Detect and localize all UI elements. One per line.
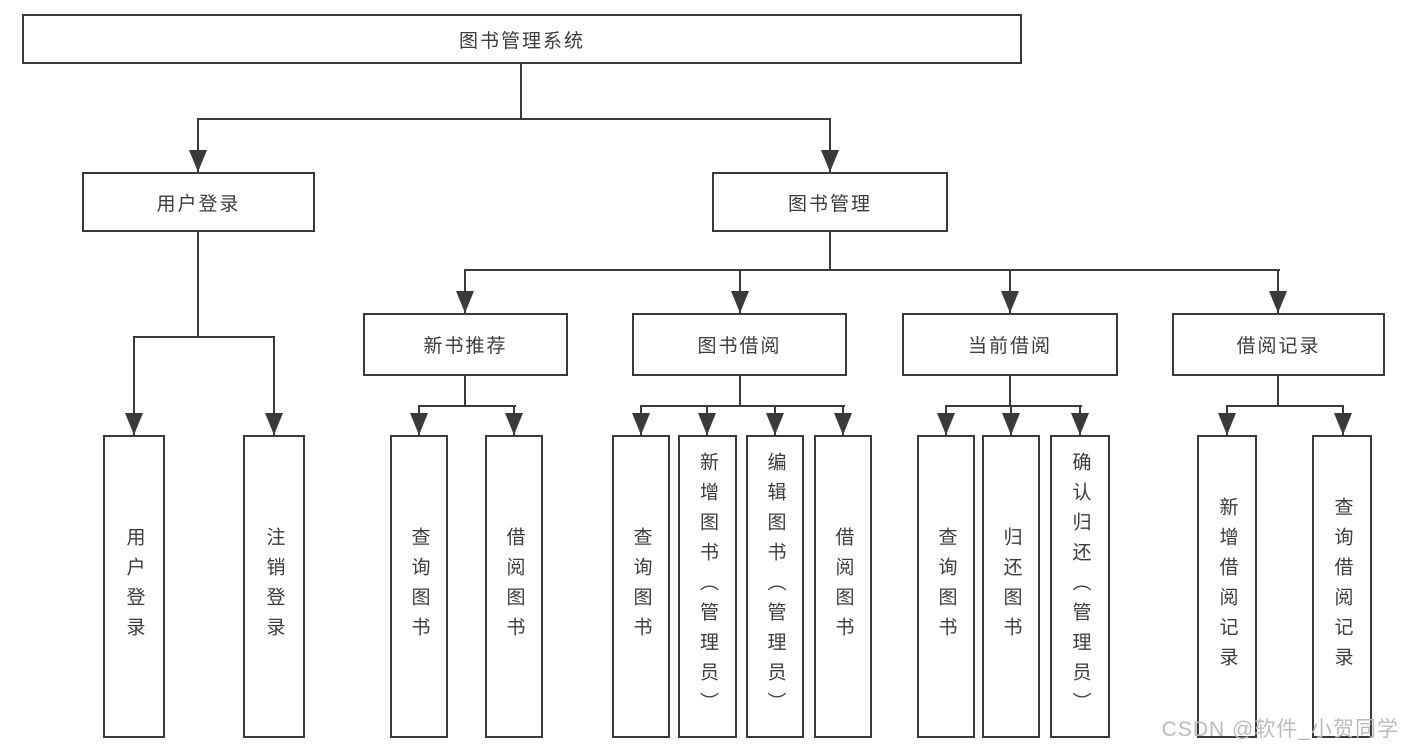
connector-drop (133, 336, 135, 435)
leaf-borrow-borrow-books: 借阅图书 (814, 435, 872, 738)
leaf-user-login: 用户登录 (103, 435, 165, 738)
csdn-watermark: CSDN @软件_小贺同学 (1161, 718, 1399, 741)
node-label: 新增图书（管理员） (697, 451, 718, 722)
connector-stem (520, 64, 522, 120)
leaf-borrow-query-books: 查询图书 (612, 435, 670, 738)
connector-stem (1009, 376, 1011, 407)
connector-hbar (464, 269, 1280, 271)
node-label: 借阅记录 (1236, 336, 1321, 357)
connector-drop (197, 118, 199, 172)
arrowhead-down-icon (632, 413, 650, 435)
node-label: 归还图书 (1000, 526, 1022, 647)
node-borrow-records: 借阅记录 (1172, 313, 1385, 376)
connector-hbar (418, 405, 516, 407)
connector-hbar (640, 405, 845, 407)
node-user-login: 用户登录 (82, 172, 315, 232)
arrowhead-down-icon (456, 291, 474, 313)
connector-hbar (1226, 405, 1344, 407)
connector-drop (829, 118, 831, 172)
node-label: 用户登录 (123, 526, 145, 647)
arrowhead-down-icon (731, 291, 749, 313)
arrowhead-down-icon (1334, 413, 1352, 435)
arrowhead-down-icon (505, 413, 523, 435)
arrowhead-down-icon (189, 150, 207, 172)
leaf-records-add-record: 新增借阅记录 (1197, 435, 1257, 738)
leaf-logout-login: 注销登录 (243, 435, 305, 738)
node-label: 图书管理 (787, 193, 872, 215)
node-label: 查询借阅记录 (1331, 496, 1353, 677)
arrowhead-down-icon (265, 413, 283, 435)
node-label: 查询图书 (408, 526, 430, 647)
node-label: 查询图书 (935, 526, 957, 647)
leaf-newbooks-query-books: 查询图书 (390, 435, 448, 738)
connector-stem (197, 232, 199, 338)
leaf-borrow-edit-books-admin: 编辑图书（管理员） (746, 435, 804, 738)
node-root: 图书管理系统 (22, 14, 1022, 64)
arrowhead-down-icon (125, 413, 143, 435)
node-label: 新书推荐 (423, 336, 508, 357)
leaf-current-query-books: 查询图书 (917, 435, 975, 738)
node-label: 注销登录 (263, 526, 285, 647)
node-label: 借阅图书 (503, 526, 525, 647)
node-label: 借阅图书 (832, 526, 854, 647)
arrowhead-down-icon (766, 413, 784, 435)
node-label: 查询图书 (630, 526, 652, 647)
node-book-mgmt: 图书管理 (712, 172, 948, 232)
connector-stem (1277, 376, 1279, 407)
leaf-records-query-record: 查询借阅记录 (1312, 435, 1372, 738)
node-label: 当前借阅 (967, 336, 1052, 357)
arrowhead-down-icon (937, 413, 955, 435)
connector-drop (273, 336, 275, 435)
arrowhead-down-icon (821, 150, 839, 172)
connector-hbar (133, 336, 275, 338)
node-new-books: 新书推荐 (363, 313, 568, 376)
arrowhead-down-icon (1218, 413, 1236, 435)
arrowhead-down-icon (834, 413, 852, 435)
arrowhead-down-icon (1001, 291, 1019, 313)
arrowhead-down-icon (1269, 291, 1287, 313)
arrowhead-down-icon (698, 413, 716, 435)
arrowhead-down-icon (410, 413, 428, 435)
node-label: 确认归还（管理员） (1069, 451, 1091, 722)
node-label: 图书借阅 (697, 336, 782, 357)
connector-stem (464, 376, 466, 407)
node-current-borrow: 当前借阅 (902, 313, 1118, 376)
connector-hbar (197, 118, 831, 120)
leaf-current-confirm-return-admin: 确认归还（管理员） (1050, 435, 1110, 738)
node-label: 图书管理系统 (458, 30, 585, 52)
node-label: 用户登录 (156, 193, 241, 215)
node-label: 新增借阅记录 (1216, 496, 1238, 677)
leaf-newbooks-borrow-books: 借阅图书 (485, 435, 543, 738)
leaf-borrow-add-books-admin: 新增图书（管理员） (678, 435, 737, 738)
connector-stem (739, 376, 741, 407)
connector-hbar (945, 405, 1082, 407)
node-book-borrow: 图书借阅 (632, 313, 847, 376)
arrowhead-down-icon (1071, 413, 1089, 435)
node-label: 编辑图书（管理员） (764, 451, 786, 722)
arrowhead-down-icon (1002, 413, 1020, 435)
leaf-current-return-books: 归还图书 (982, 435, 1040, 738)
connector-stem (829, 232, 831, 271)
